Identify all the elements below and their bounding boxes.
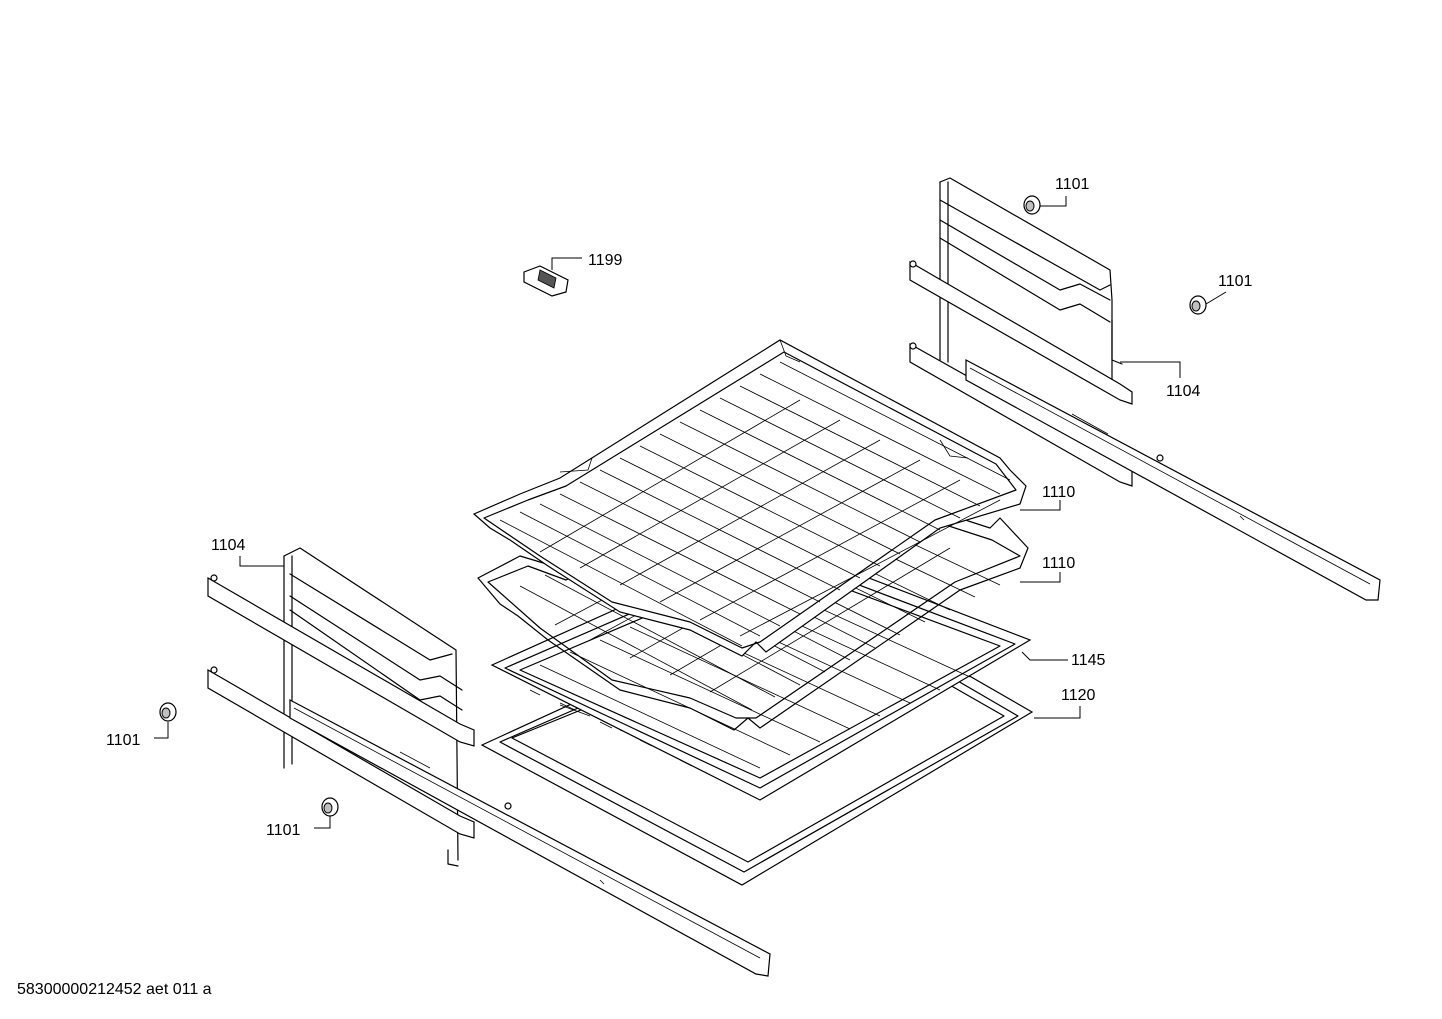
bracket-1199[interactable]	[523, 257, 582, 297]
callout-1101-top: 1101	[1055, 176, 1090, 193]
callout-1104-left: 1104	[211, 537, 246, 554]
callout-1101-left: 1101	[106, 732, 141, 749]
callout-1101-bottom: 1101	[266, 822, 301, 839]
side-rack-1104-right[interactable]	[909, 177, 1381, 601]
callout-1110-upper: 1110	[1042, 484, 1075, 501]
upper-shelf-wires	[499, 339, 1011, 647]
clip-1101-bottom[interactable]	[314, 797, 339, 829]
clip-1101-right[interactable]	[1189, 291, 1227, 315]
callout-1145: 1145	[1071, 652, 1106, 669]
callout-1110-lower: 1110	[1042, 555, 1075, 572]
callout-1120: 1120	[1061, 687, 1096, 704]
callout-1199: 1199	[588, 252, 623, 269]
leader-lines	[239, 361, 1181, 719]
clip-1101-left[interactable]	[154, 702, 177, 739]
side-rack-1104-left[interactable]	[207, 547, 771, 977]
wire-shelf-1110-upper[interactable]	[472, 339, 1027, 657]
drawing-reference-code: 58300000212452 aet 011 a	[17, 981, 212, 998]
callout-1104-right: 1104	[1166, 383, 1201, 400]
clip-1101-top[interactable]	[1023, 195, 1067, 215]
callout-1101-right: 1101	[1218, 273, 1253, 290]
